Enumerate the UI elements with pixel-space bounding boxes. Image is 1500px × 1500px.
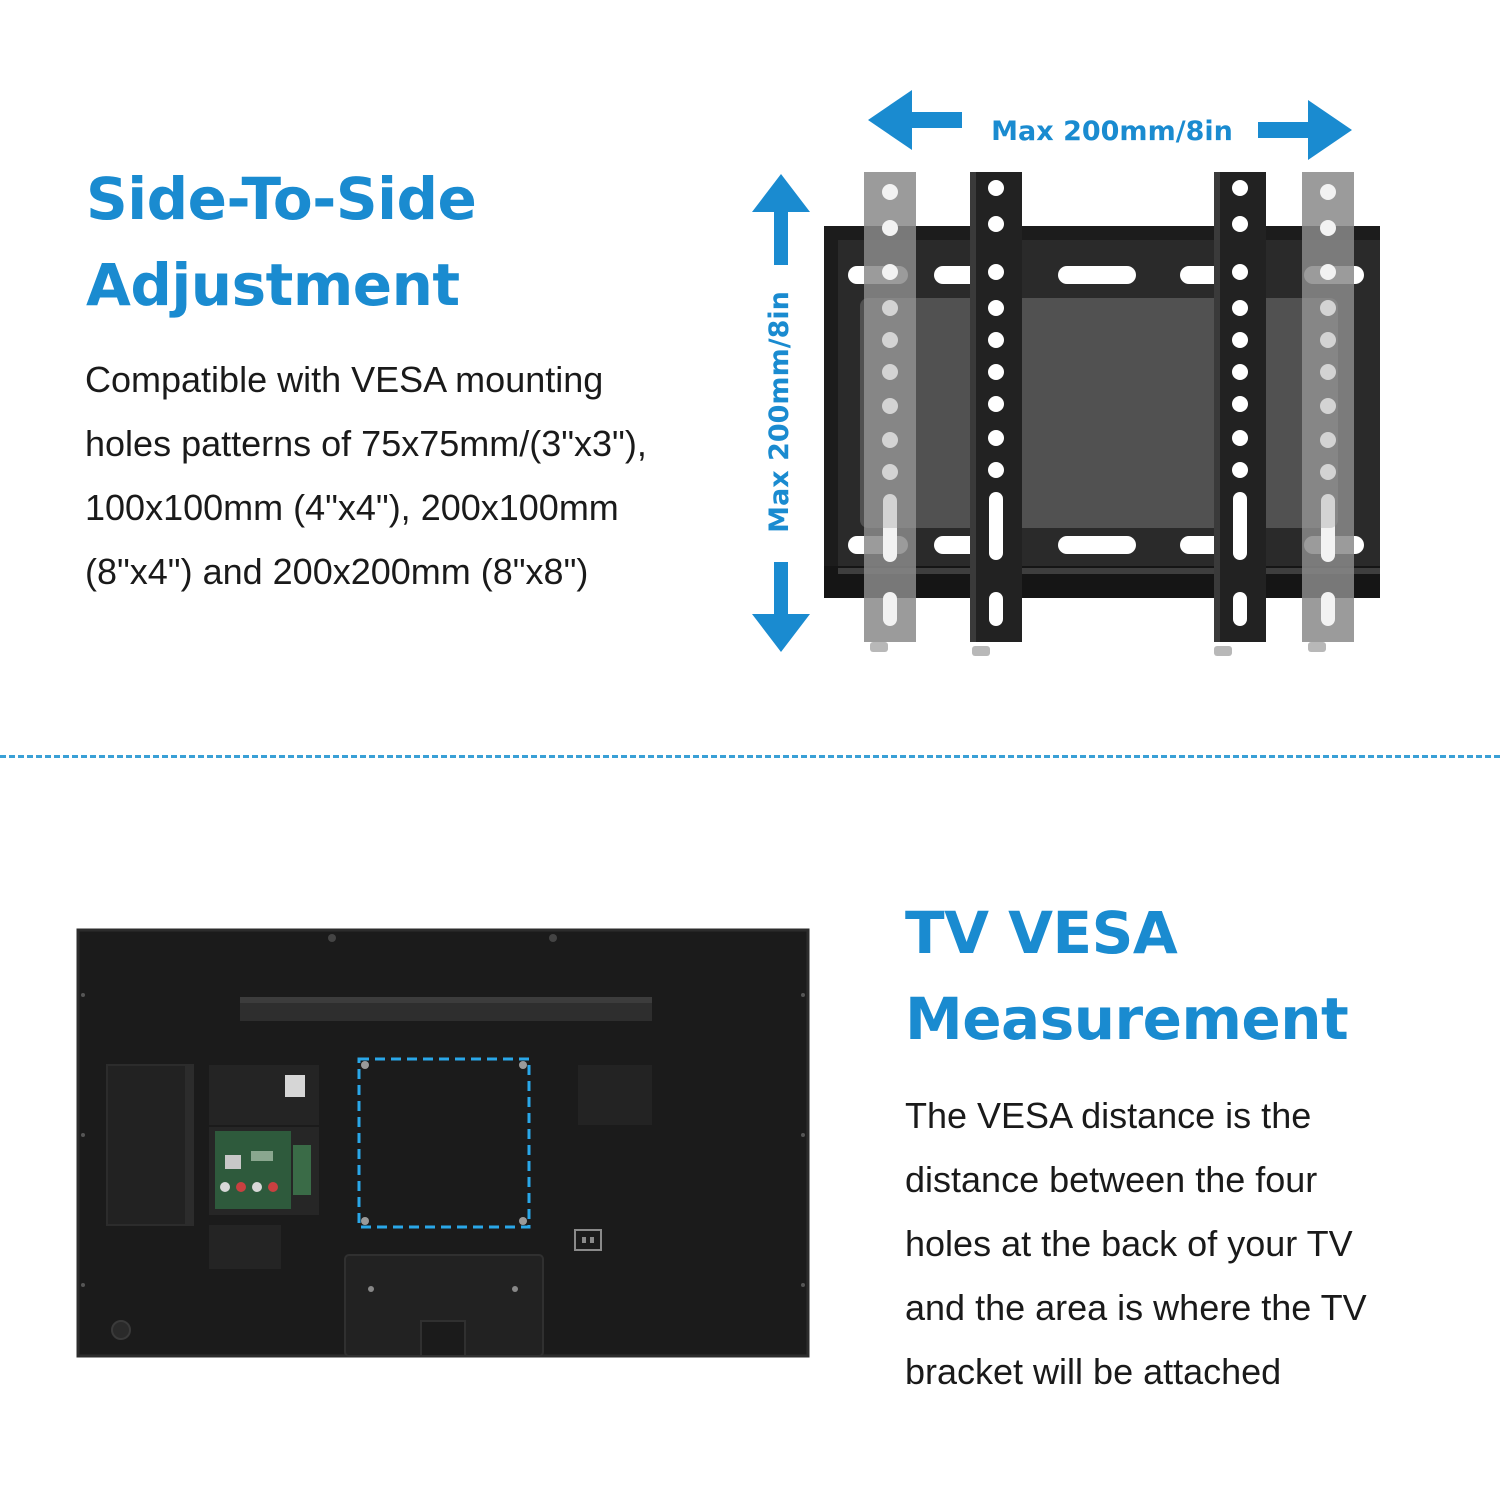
body-line: Compatible with VESA mounting [85, 359, 604, 400]
ghost-overlay [860, 298, 1338, 528]
heading-line: Adjustment [86, 251, 460, 319]
vesa-distance-text: The VESA distance is the distance betwee… [905, 1084, 1367, 1404]
side-to-side-heading: Side-To-Side Adjustment [86, 156, 477, 328]
max-height-label: Max 200mm/8in [764, 291, 795, 533]
arrow-down-icon [752, 562, 810, 652]
io-port-panel [209, 1065, 319, 1269]
bracket-arm-left [970, 172, 1022, 642]
tv-back-illustration [76, 928, 810, 1358]
body-line: holes patterns of 75x75mm/(3"x3"), [85, 423, 647, 464]
power-socket [574, 1229, 602, 1251]
heading-line: TV VESA [905, 899, 1178, 967]
body-line: 100x100mm (4"x4"), 200x100mm [85, 487, 619, 528]
bracket-arm-right [1214, 172, 1266, 642]
arrow-up-icon [752, 174, 810, 265]
arrow-left-icon [868, 90, 962, 150]
heading-line: Measurement [905, 985, 1349, 1053]
body-line: and the area is where the TV [905, 1287, 1367, 1328]
body-line: bracket will be attached [905, 1351, 1282, 1392]
stand-mount [344, 1254, 544, 1357]
arrow-right-icon [1258, 100, 1352, 160]
body-line: The VESA distance is the [905, 1095, 1312, 1136]
body-line: holes at the back of your TV [905, 1223, 1353, 1264]
body-line: distance between the four [905, 1159, 1318, 1200]
vesa-compatibility-text: Compatible with VESA mounting holes patt… [85, 348, 647, 604]
vesa-hole-area [357, 1057, 531, 1229]
max-width-label: Max 200mm/8in [991, 116, 1233, 147]
body-line: (8"x4") and 200x200mm (8"x8") [85, 551, 589, 592]
tv-vesa-heading: TV VESA Measurement [905, 890, 1349, 1062]
heading-line: Side-To-Side [86, 165, 477, 233]
mounting-screws [870, 642, 1326, 656]
kensington-slot [111, 1320, 131, 1340]
wall-bracket-illustration: Max 200mm/8in Max 200mm/8in [752, 90, 1380, 656]
section-divider [0, 755, 1500, 758]
